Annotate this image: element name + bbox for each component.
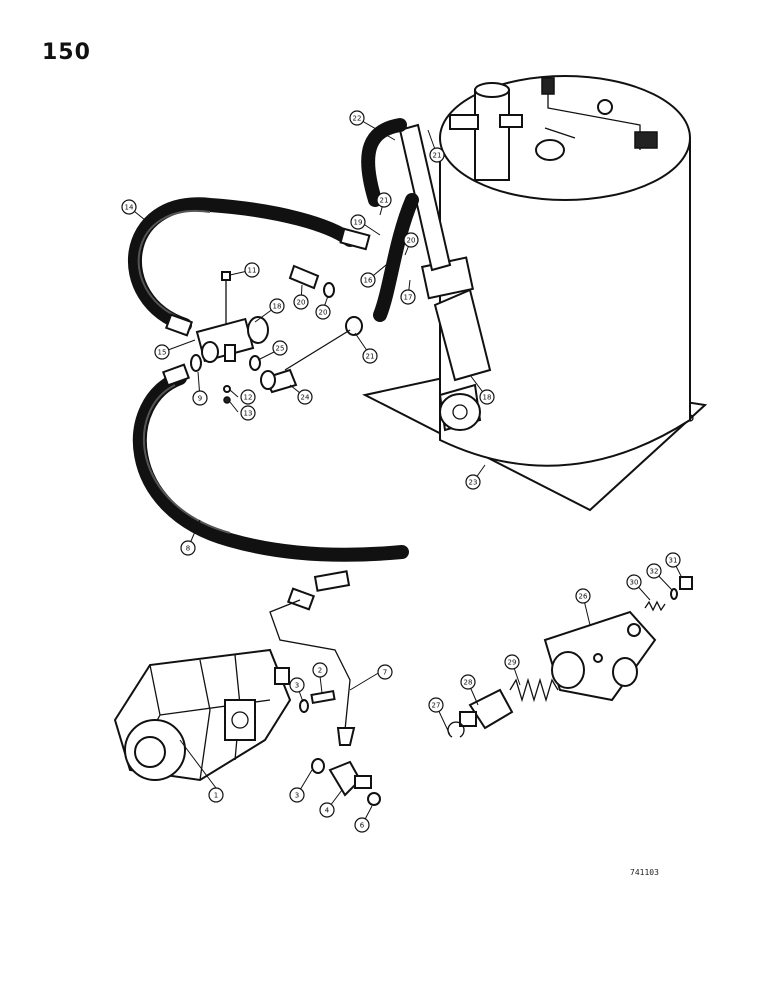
svg-text:28: 28 xyxy=(464,679,473,687)
callout-13: 13 xyxy=(240,405,256,421)
pressure-tube xyxy=(269,599,381,806)
svg-text:14: 14 xyxy=(125,204,134,212)
callout-24: 24 xyxy=(297,389,313,405)
svg-text:23: 23 xyxy=(469,479,478,487)
svg-text:3: 3 xyxy=(295,682,299,690)
svg-text:22: 22 xyxy=(353,115,362,123)
figure-reference-code: 741103 xyxy=(630,868,659,877)
callout-20-filter: 20 xyxy=(403,232,419,248)
svg-text:11: 11 xyxy=(248,267,257,275)
svg-text:12: 12 xyxy=(244,394,253,402)
hose-14 xyxy=(128,197,357,332)
callout-21-mid: 21 xyxy=(376,192,392,208)
filter-assembly xyxy=(398,123,492,432)
hose-short xyxy=(373,193,419,322)
hose-22 xyxy=(361,118,407,207)
svg-text:1: 1 xyxy=(214,792,218,800)
svg-text:21: 21 xyxy=(433,152,442,160)
svg-text:13: 13 xyxy=(244,410,253,418)
callout-4: 4 xyxy=(319,802,335,818)
svg-text:3: 3 xyxy=(295,792,299,800)
callout-22: 22 xyxy=(349,110,365,126)
svg-text:4: 4 xyxy=(325,807,330,815)
callout-31: 31 xyxy=(665,552,681,568)
callout-21-top: 21 xyxy=(429,147,445,163)
callout-11: 11 xyxy=(244,262,260,278)
svg-text:15: 15 xyxy=(158,349,167,357)
callout-25: 25 xyxy=(272,340,288,356)
callout-18-tee: 18 xyxy=(269,298,285,314)
svg-text:25: 25 xyxy=(276,345,285,353)
svg-text:16: 16 xyxy=(364,277,373,285)
callout-16: 16 xyxy=(360,272,376,288)
svg-text:29: 29 xyxy=(508,659,517,667)
svg-text:20: 20 xyxy=(297,299,306,307)
callout-21-low: 21 xyxy=(362,348,378,364)
svg-text:18: 18 xyxy=(273,303,282,311)
svg-text:18: 18 xyxy=(483,394,492,402)
callout-12: 12 xyxy=(240,389,256,405)
callout-19: 19 xyxy=(350,214,366,230)
svg-text:8: 8 xyxy=(186,545,190,553)
callout-26: 26 xyxy=(575,588,591,604)
hydraulic-reservoir xyxy=(362,75,708,512)
svg-text:7: 7 xyxy=(383,669,387,677)
svg-text:21: 21 xyxy=(380,197,389,205)
svg-text:20: 20 xyxy=(319,309,328,317)
callout-1: 1 xyxy=(208,787,224,803)
svg-text:21: 21 xyxy=(366,353,375,361)
svg-text:9: 9 xyxy=(198,395,202,403)
callout-15: 15 xyxy=(154,344,170,360)
callout-3-lower: 3 xyxy=(289,787,305,803)
callout-28: 28 xyxy=(460,674,476,690)
tee-block xyxy=(190,264,363,404)
callout-20-left: 20 xyxy=(293,294,309,310)
svg-text:2: 2 xyxy=(318,667,322,675)
page-number: 150 xyxy=(42,40,91,65)
gear-pump xyxy=(113,648,292,782)
callout-8: 8 xyxy=(180,540,196,556)
svg-text:19: 19 xyxy=(354,219,363,227)
callout-27: 27 xyxy=(428,697,444,713)
callout-23: 23 xyxy=(465,474,481,490)
svg-text:24: 24 xyxy=(301,394,310,402)
svg-text:27: 27 xyxy=(432,702,441,710)
svg-text:30: 30 xyxy=(630,579,639,587)
callout-3-upper: 3 xyxy=(289,677,305,693)
svg-text:32: 32 xyxy=(650,568,659,576)
callout-18-filter: 18 xyxy=(479,389,495,405)
svg-text:20: 20 xyxy=(407,237,416,245)
callout-2: 2 xyxy=(312,662,328,678)
svg-text:31: 31 xyxy=(669,557,678,565)
hose-8 xyxy=(132,371,409,562)
callout-7: 7 xyxy=(377,664,393,680)
relief-valve-assembly xyxy=(447,576,693,738)
svg-text:17: 17 xyxy=(404,294,413,302)
callout-9: 9 xyxy=(192,390,208,406)
callout-29: 29 xyxy=(504,654,520,670)
callout-30: 30 xyxy=(626,574,642,590)
svg-text:6: 6 xyxy=(360,822,365,830)
callout-32: 32 xyxy=(646,563,662,579)
callout-17: 17 xyxy=(400,289,416,305)
callout-6: 6 xyxy=(354,817,370,833)
callout-20-right: 20 xyxy=(315,304,331,320)
hoses xyxy=(128,118,419,611)
svg-text:26: 26 xyxy=(579,593,588,601)
callout-14: 14 xyxy=(121,199,137,215)
